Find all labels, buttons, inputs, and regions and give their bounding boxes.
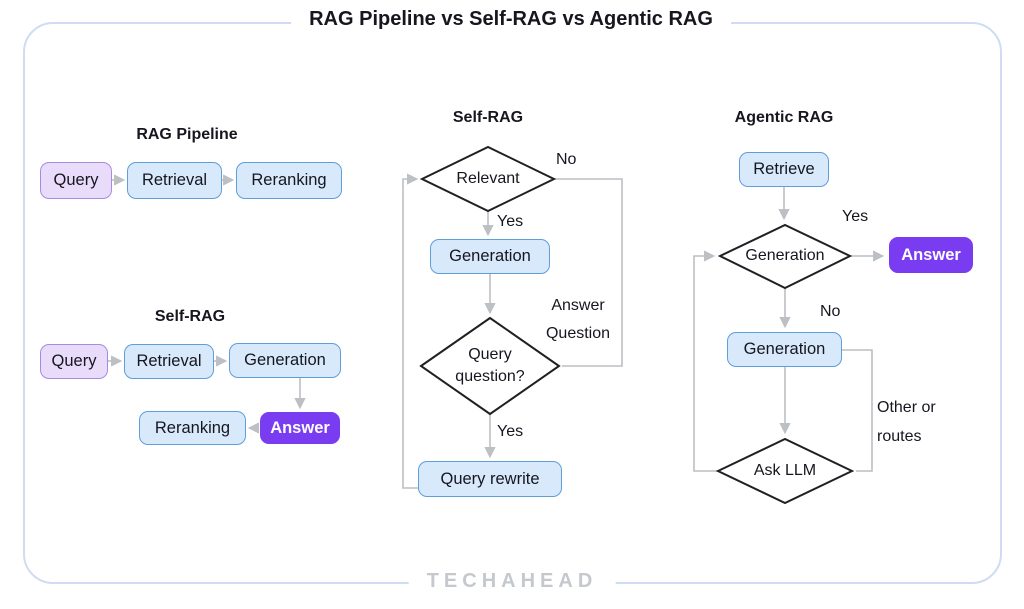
node-retrieval-2: Retrieval: [124, 344, 214, 379]
self-rag-linear-heading: Self-RAG: [154, 308, 226, 325]
self-rag-loop-heading: Self-RAG: [452, 109, 524, 126]
rag-pipeline-heading: RAG Pipeline: [136, 126, 238, 143]
ask-llm-diamond: [715, 437, 855, 505]
agentic-rag-heading: Agentic RAG: [734, 109, 834, 126]
node-generation-2: Generation: [229, 343, 341, 378]
node-reranking-2: Reranking: [139, 411, 246, 445]
node-query-2: Query: [40, 344, 108, 379]
generation-check-diamond: [717, 223, 853, 290]
node-generation-3: Generation: [430, 239, 550, 274]
label-answer-question: Answer Question: [546, 292, 610, 348]
label-other-routes: Other or routes: [877, 393, 936, 451]
label-other-routes-line2: routes: [877, 428, 922, 445]
label-no-agentic: No: [820, 303, 841, 320]
node-retrieval-1: Retrieval: [127, 162, 222, 199]
edge-askllm-loop-generationcheck: [693, 250, 718, 472]
relevant-diamond: [419, 145, 557, 213]
label-yes-agentic: Yes: [842, 208, 869, 225]
label-other-routes-line1: Other or: [877, 399, 936, 416]
node-query-1: Query: [40, 162, 112, 199]
techahead-logo: TECHAHEAD: [408, 570, 616, 593]
label-answer-question-line1: Answer: [551, 297, 605, 314]
query-question-diamond: [419, 316, 561, 416]
edge-rewrite-loop-relevant: [402, 173, 419, 489]
node-answer-2: Answer: [260, 412, 340, 444]
edge-generation-other-routes: [842, 349, 873, 472]
node-retrieve: Retrieve: [739, 152, 829, 187]
ask-llm-diamond-label: Ask LLM: [753, 462, 817, 479]
node-generation-4: Generation: [727, 332, 842, 367]
node-query-rewrite: Query rewrite: [418, 461, 562, 497]
label-yes-selfrag-top: Yes: [497, 213, 524, 230]
generation-check-diamond-label: Generation: [745, 247, 825, 264]
query-question-line2: question?: [455, 368, 525, 385]
edge-relevant-no-branch: [554, 178, 623, 367]
relevant-diamond-label: Relevant: [456, 170, 520, 187]
node-answer-4: Answer: [889, 237, 973, 273]
query-question-line1: Query: [468, 346, 512, 363]
label-answer-question-line2: Question: [545, 325, 611, 342]
page-title: RAG Pipeline vs Self-RAG vs Agentic RAG: [291, 8, 731, 31]
label-no-selfrag: No: [556, 151, 577, 168]
node-reranking-1: Reranking: [236, 162, 342, 199]
label-yes-selfrag-bottom: Yes: [497, 423, 524, 440]
query-question-diamond-label: Query question?: [455, 344, 524, 388]
